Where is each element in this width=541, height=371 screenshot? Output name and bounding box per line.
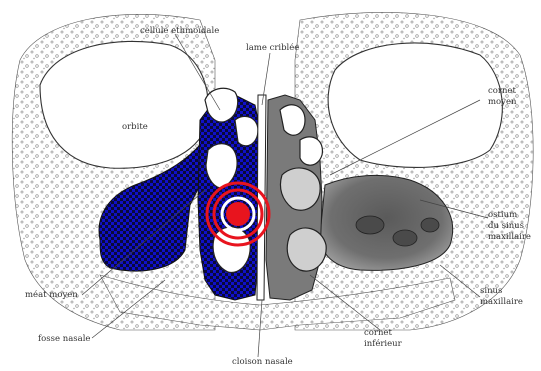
label-lame-criblee: lame criblée [246,43,299,53]
label-sinus-line1: sinus [480,286,502,296]
label-cornet-moyen-line1: cornet [488,86,516,96]
label-orbite: orbite [122,122,148,132]
label-ostium-line1: ostium [488,210,517,220]
right-sinus-recess-3 [421,218,439,232]
label-cellule-ethmoidale: cellule ethmoïdale [140,26,219,36]
label-cornet-inferieur-line1: cornet [364,328,392,338]
label-cloison-nasale: cloison nasale [232,357,293,367]
label-ostium-line2: du sinus [488,221,524,231]
label-cornet-inferieur-line2: inférieur [364,339,402,349]
orbit-right [328,43,502,167]
label-meat-moyen: méat moyen [25,290,78,300]
label-sinus-line2: maxillaire [480,297,523,307]
label-fosse-nasale: fosse nasale [38,334,90,344]
right-inferior-turbinate [287,228,326,271]
orbit-left [40,41,208,168]
right-sinus-recess-1 [356,216,384,234]
right-sinus-recess-2 [393,230,417,246]
label-cornet-moyen-line2: moyen [488,97,516,107]
label-ostium-line3: maxillaire [488,232,531,242]
